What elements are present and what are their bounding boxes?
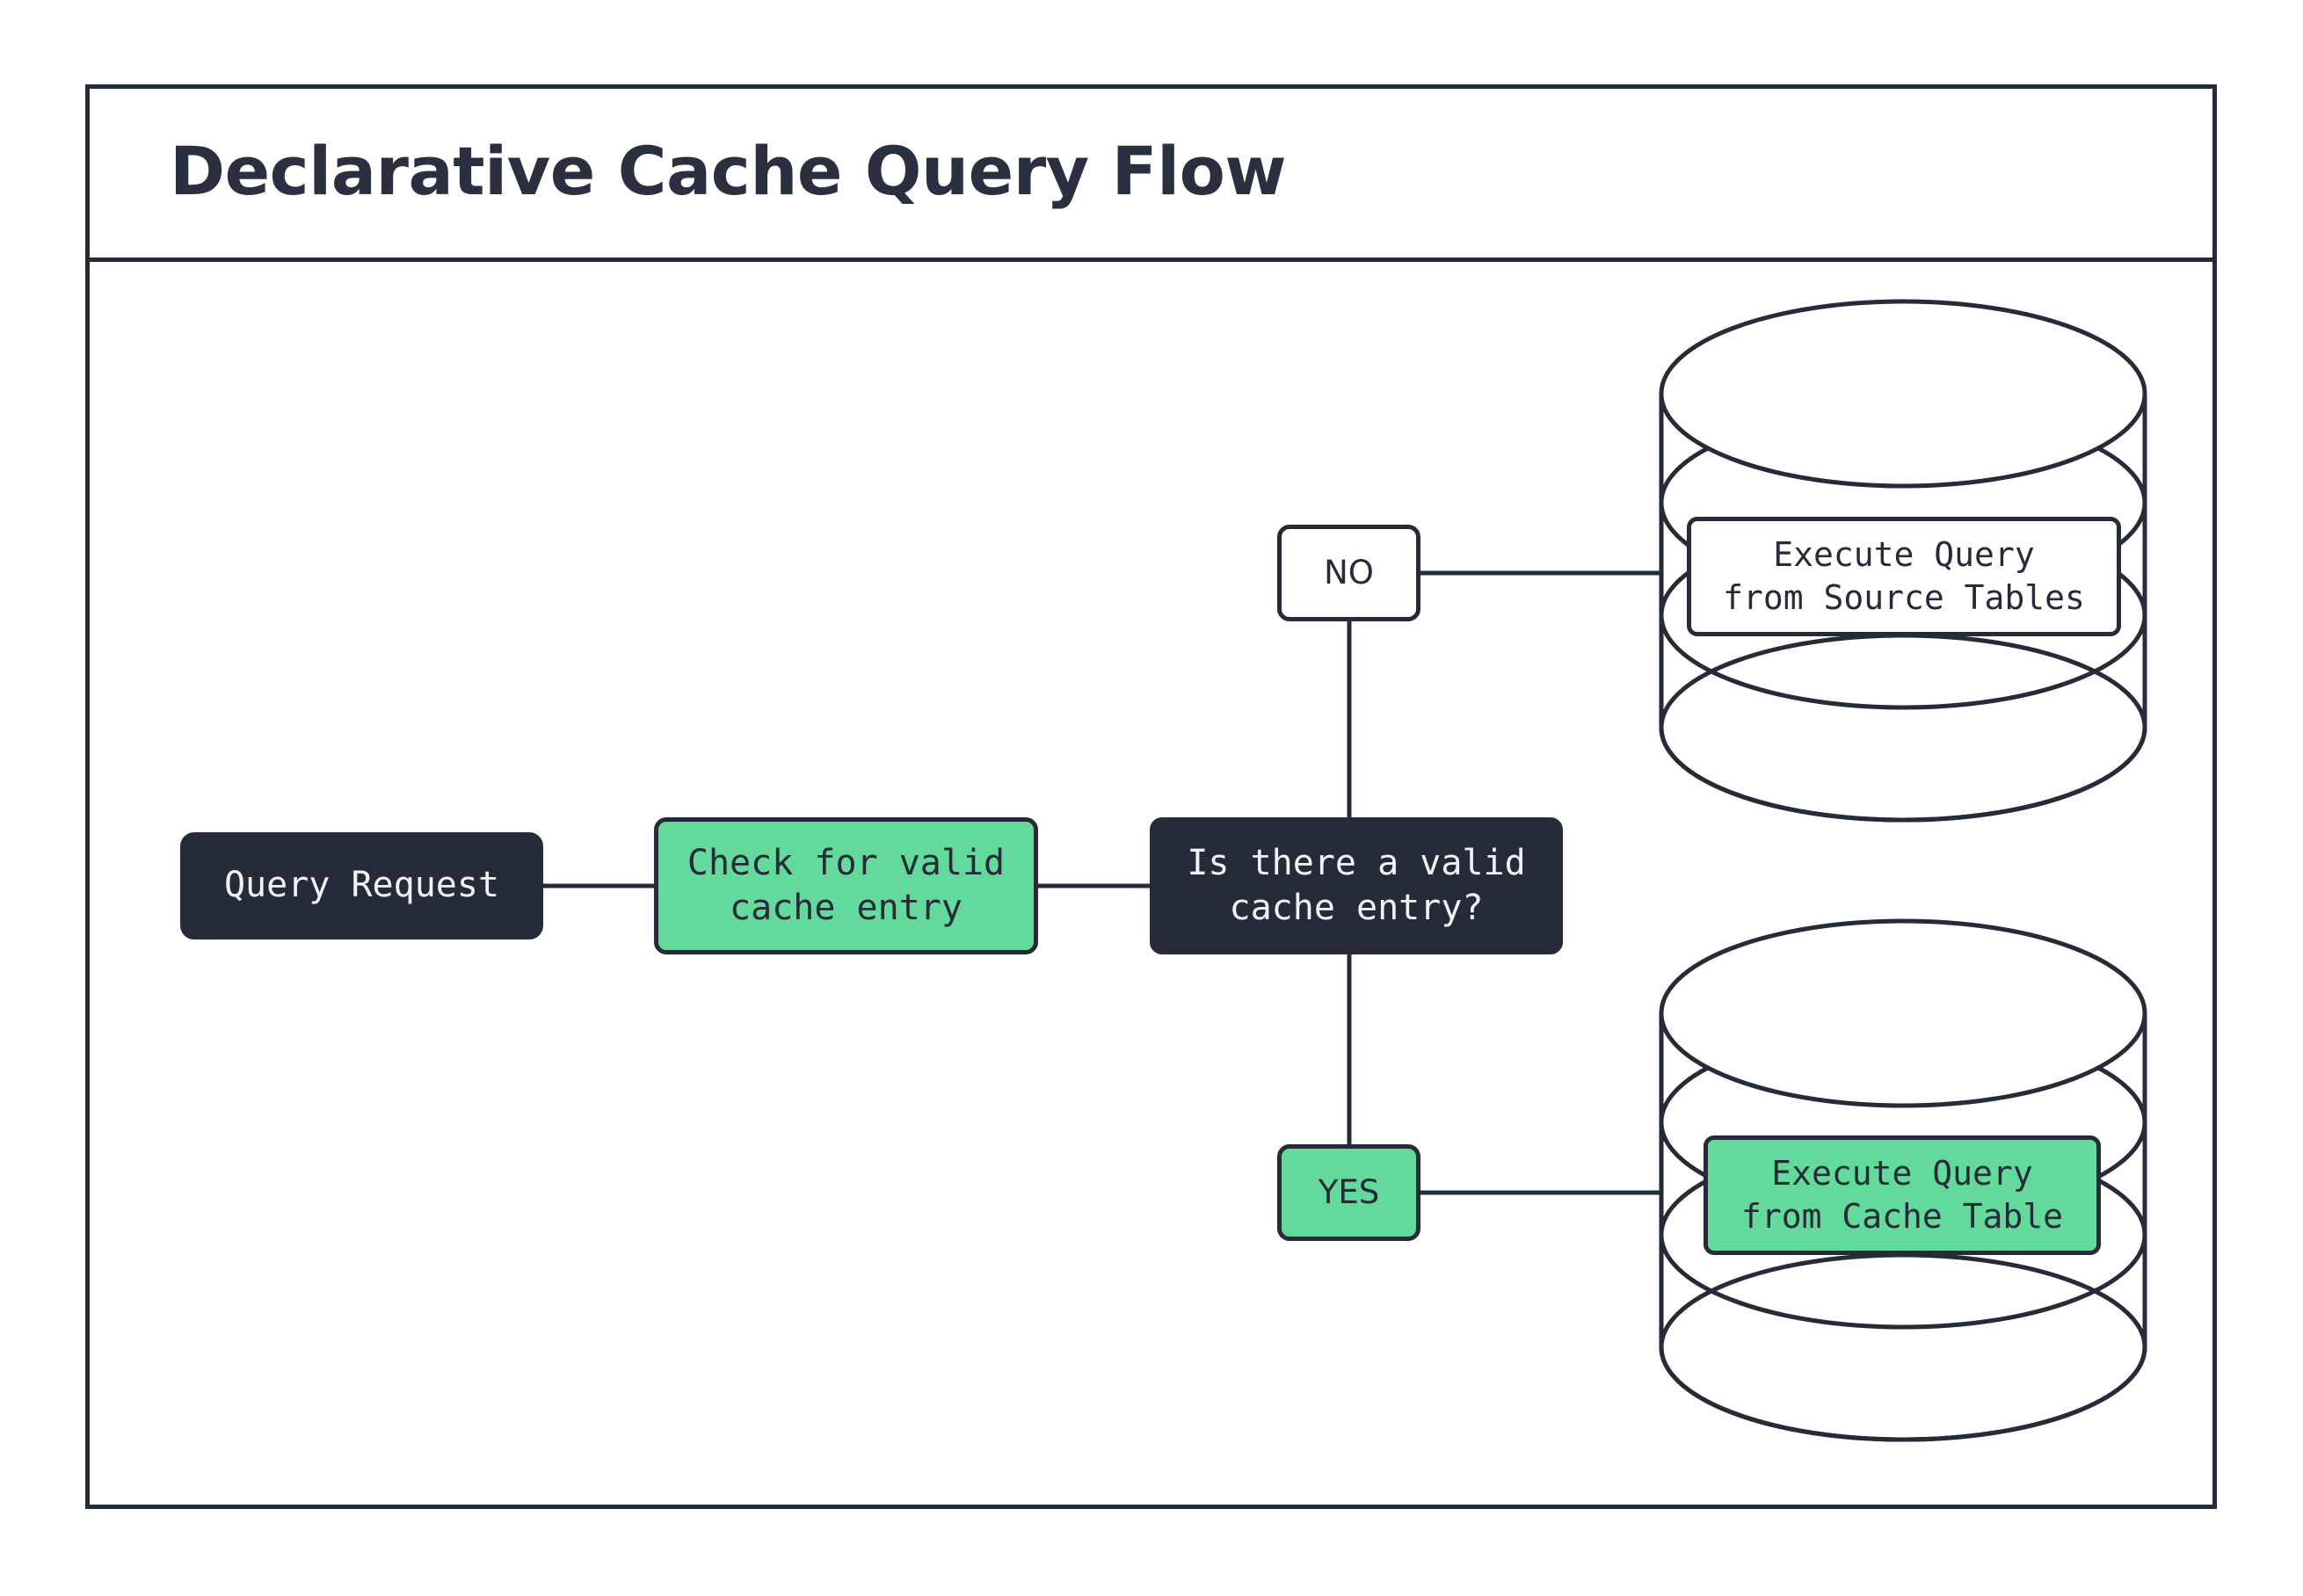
title-bar: Declarative Cache Query Flow [85,84,2217,262]
node-decision-valid-cache-entry[interactable]: Is there a valid cache entry? [1150,817,1563,954]
page-title: Declarative Cache Query Flow [170,132,1287,210]
node-query-request[interactable]: Query Request [180,832,543,939]
node-execute-query-from-cache-table[interactable]: Execute Query from Cache Table [1704,1135,2101,1255]
branch-label-yes[interactable]: YES [1277,1144,1420,1241]
diagram-frame [85,84,2217,1509]
node-check-for-valid-cache-entry[interactable]: Check for valid cache entry [654,817,1038,954]
node-execute-query-from-source-tables[interactable]: Execute Query from Source Tables [1687,517,2121,636]
branch-label-no[interactable]: NO [1277,525,1420,621]
